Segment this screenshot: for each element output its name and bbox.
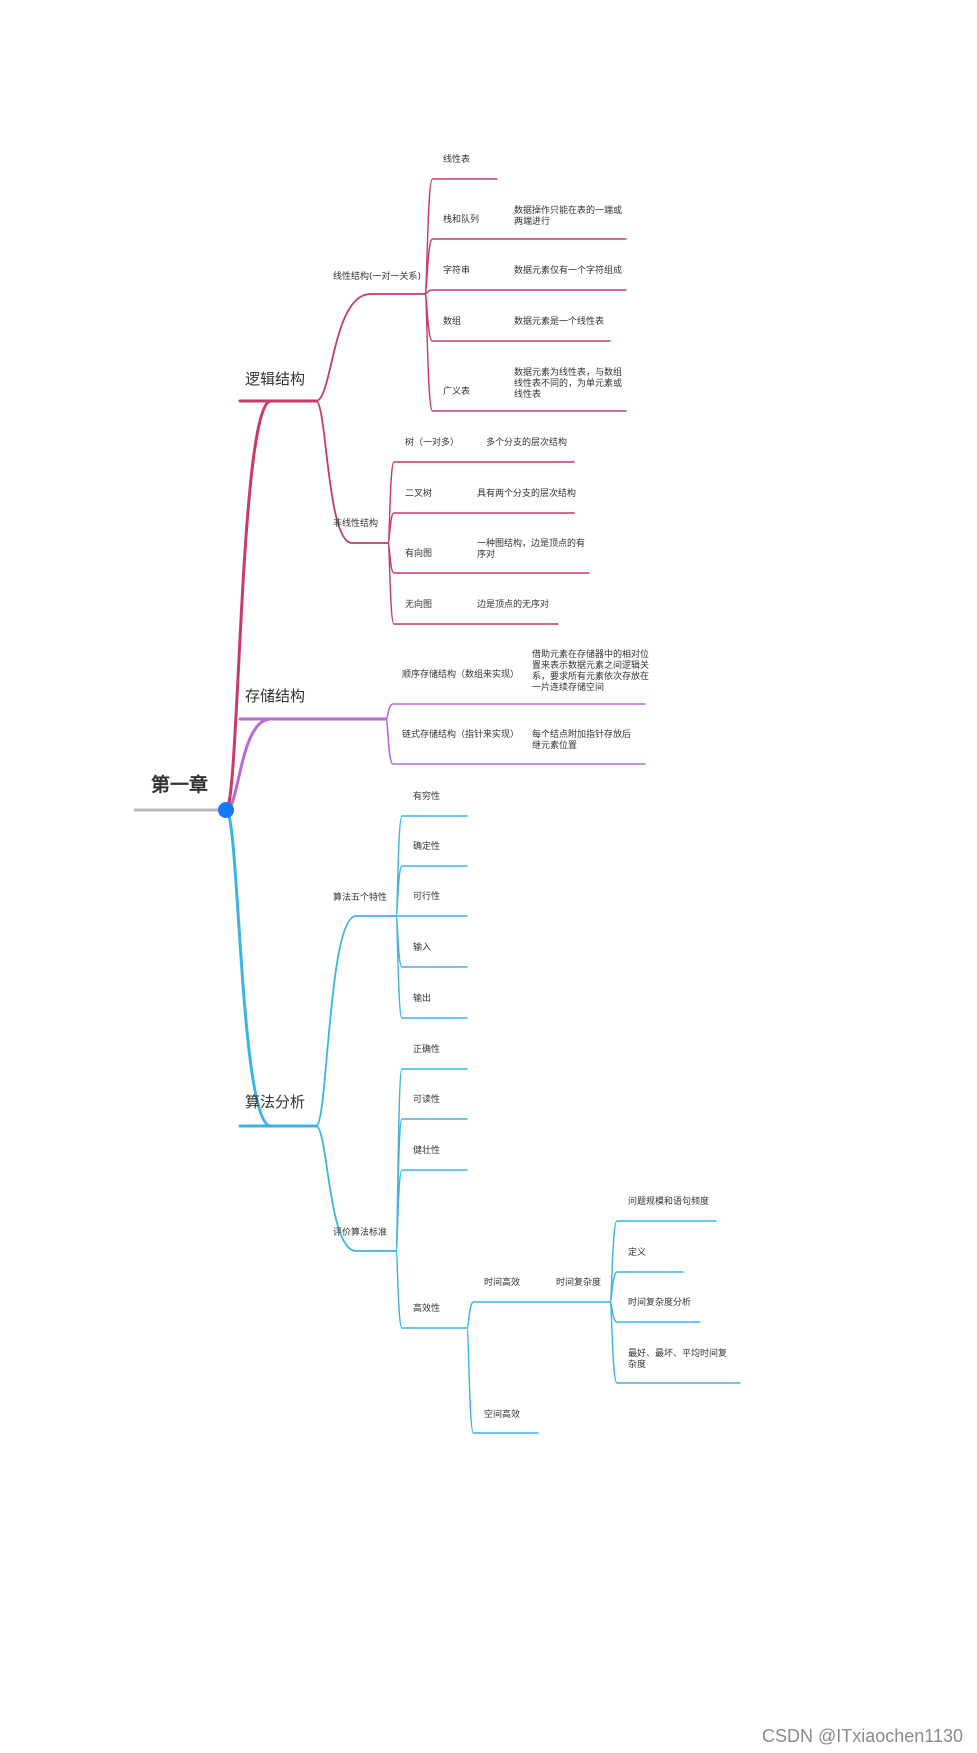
linear-label: 线性结构(一对一关系) — [333, 270, 421, 282]
branch-storage-line — [224, 717, 318, 812]
property-item-line — [395, 915, 409, 1019]
linear-item-line — [424, 293, 441, 412]
linear-item-label: 字符串 — [443, 264, 470, 276]
branch-storage-label: 存储结构 — [245, 687, 305, 705]
storage-item-note: 每个结点附加指针存放后继元素位置 — [532, 728, 631, 751]
nonlinear-item-note: 多个分支的层次结构 — [486, 436, 567, 448]
linear-line — [315, 293, 426, 402]
property-item-label: 确定性 — [413, 840, 440, 852]
evaluation-item-label: 健壮性 — [413, 1144, 440, 1156]
linear-item-label: 栈和队列 — [443, 213, 479, 225]
time-complexity-item-label: 问题规模和语句频度 — [628, 1195, 709, 1207]
linear-item-note: 数据操作只能在表的一端或两端进行 — [514, 204, 622, 227]
branch-logic-line — [224, 399, 318, 812]
time-complexity-item-label: 时间复杂度分析 — [628, 1296, 691, 1308]
linear-item-note: 数据元素是一个线性表 — [514, 315, 604, 327]
time-complexity-label: 时间复杂度 — [556, 1276, 601, 1288]
storage-item-note: 借助元素在存储器中的相对位置来表示数据元素之间逻辑关系，要求所有元素依次存放在一… — [532, 648, 649, 693]
time-complexity-item-label: 定义 — [628, 1246, 646, 1258]
storage-item-label: 链式存储结构（指针来实现） — [402, 728, 519, 740]
watermark: CSDN @ITxiaochen1130 — [761, 1726, 963, 1746]
nonlinear-item-note: 具有两个分支的层次结构 — [477, 487, 576, 499]
branch-logic-label: 逻辑结构 — [245, 370, 305, 388]
five-properties-line — [315, 915, 397, 1127]
space-efficiency-line — [466, 1327, 481, 1434]
evaluation-item-line — [395, 1250, 409, 1329]
linear-item-line — [424, 238, 441, 295]
time-complexity-item-label: 最好、最坏、平均时间复杂度 — [628, 1347, 727, 1370]
evaluation-item-line — [395, 1169, 409, 1252]
time-complexity-item-line — [609, 1271, 625, 1303]
nonlinear-item-label: 有向图 — [405, 547, 432, 559]
space-efficiency-label: 空间高效 — [484, 1408, 520, 1420]
linear-item-label: 广义表 — [443, 385, 470, 397]
storage-item-label: 顺序存储结构（数组来实现） — [402, 668, 519, 680]
evaluation-item-label: 高效性 — [413, 1302, 440, 1314]
time-complexity-item-line — [609, 1301, 625, 1384]
linear-item-note: 数据元素为线性表，与数组线性表不同的，为单元素或线性表 — [514, 366, 622, 400]
evaluation-item-label: 正确性 — [413, 1043, 440, 1055]
evaluation-line — [315, 1125, 397, 1252]
branch-algorithm-line — [224, 808, 318, 1128]
connector-lines — [134, 178, 741, 1434]
time-efficiency-label: 时间高效 — [484, 1276, 520, 1288]
property-item-label: 输入 — [413, 941, 431, 953]
branch-algorithm-label: 算法分析 — [245, 1093, 305, 1111]
property-item-label: 有穷性 — [413, 790, 440, 802]
time-efficiency-line — [466, 1301, 481, 1329]
five-properties-label: 算法五个特性 — [333, 891, 387, 903]
linear-item-line — [424, 289, 441, 295]
nonlinear-item-label: 无向图 — [405, 598, 432, 610]
nonlinear-item-note: 一种图结构，边是顶点的有序对 — [477, 537, 585, 560]
property-item-line — [395, 865, 409, 917]
property-item-label: 可行性 — [413, 890, 440, 902]
root-node-dot[interactable] — [218, 802, 234, 818]
property-item-label: 输出 — [413, 992, 431, 1004]
evaluation-item-label: 可读性 — [413, 1093, 440, 1105]
root-title: 第一章 — [151, 773, 208, 796]
storage-item-line — [385, 718, 401, 765]
nonlinear-item-line — [387, 542, 401, 625]
nonlinear-line — [315, 400, 389, 544]
nonlinear-item-label: 树（一对多） — [405, 436, 459, 448]
linear-item-label: 线性表 — [443, 153, 470, 165]
nonlinear-item-label: 二叉树 — [405, 487, 432, 499]
storage-item-line — [385, 703, 401, 720]
nonlinear-label: 非线性结构 — [333, 517, 378, 529]
linear-item-note: 数据元素仅有一个字符组成 — [514, 264, 622, 276]
nonlinear-item-line — [387, 512, 401, 544]
nonlinear-item-note: 边是顶点的无序对 — [477, 598, 549, 610]
linear-item-label: 数组 — [443, 315, 461, 327]
evaluation-label: 评价算法标准 — [333, 1226, 387, 1238]
